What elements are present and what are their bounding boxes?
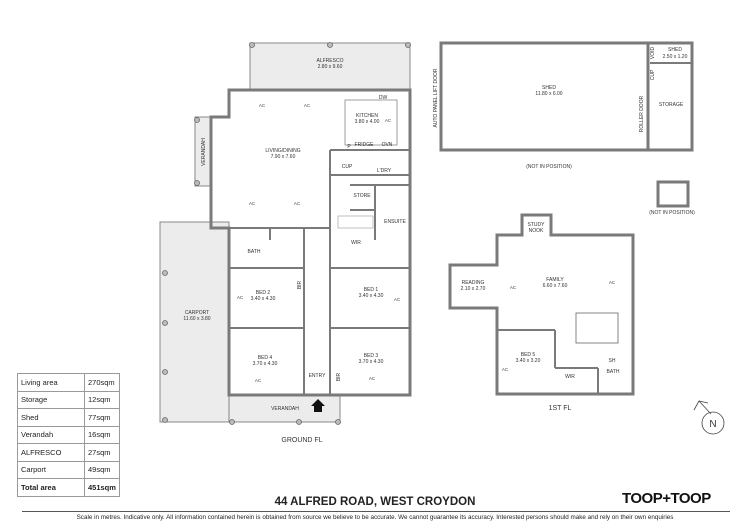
bed3-label: BED 3 bbox=[364, 353, 379, 359]
bed2-label: BED 2 bbox=[256, 290, 271, 296]
svg-text:AC: AC bbox=[502, 367, 509, 372]
void-label: VOID bbox=[650, 47, 656, 60]
svg-text:AC: AC bbox=[609, 280, 616, 285]
svg-text:AC: AC bbox=[369, 376, 376, 381]
family-label: FAMILY bbox=[546, 277, 564, 283]
svg-text:AC: AC bbox=[259, 103, 266, 108]
ensuite-label: ENSUITE bbox=[384, 219, 406, 225]
first-ac-markers: AC AC AC bbox=[502, 280, 616, 372]
first-floor-caption: 1ST FL bbox=[549, 405, 572, 412]
living-label: LIVING/DINING bbox=[265, 148, 300, 154]
kitchen-dim: 3.80 x 4.00 bbox=[355, 119, 380, 125]
shed-dim: 11.80 x 6.00 bbox=[535, 91, 562, 97]
shed-label: SHED bbox=[542, 85, 556, 91]
fridge-label: FRIDGE bbox=[355, 142, 375, 148]
first-interior-walls bbox=[497, 312, 619, 394]
svg-text:AC: AC bbox=[237, 295, 244, 300]
carport-label: CARPORT bbox=[185, 310, 209, 316]
svg-text:AC: AC bbox=[510, 285, 517, 290]
bed5-dim: 3.40 x 3.20 bbox=[516, 358, 541, 364]
bir-label-2: BIR bbox=[336, 372, 342, 381]
bed3-dim: 3.70 x 4.30 bbox=[359, 359, 384, 365]
ground-floor-outline bbox=[209, 88, 412, 397]
side-verandah-label: VERANDAH bbox=[201, 138, 207, 166]
living-dim: 7.90 x 7.60 bbox=[271, 154, 296, 160]
address-title: 44 ALFRED ROAD, WEST CROYDON bbox=[274, 496, 476, 508]
svg-text:AC: AC bbox=[255, 378, 262, 383]
ac-markers: AC AC AC AC AC AC AC AC AC bbox=[237, 103, 401, 383]
bath-label: BATH bbox=[248, 249, 261, 255]
reading-label: READING bbox=[462, 280, 485, 286]
family-dim: 6.60 x 7.60 bbox=[543, 283, 568, 289]
disclaimer: Scale in metres. Indicative only. All in… bbox=[76, 514, 674, 521]
carport-area bbox=[159, 221, 230, 423]
pantry-label: P bbox=[347, 144, 351, 150]
first-wir-label: WIR bbox=[565, 374, 575, 380]
outdoor-toilet-outline bbox=[656, 180, 690, 208]
reading-dim: 2.10 x 2.70 bbox=[461, 286, 486, 292]
bed2-dim: 3.40 x 4.30 bbox=[251, 296, 276, 302]
alfresco-dim: 2.80 x 9.60 bbox=[318, 64, 343, 70]
study-label: STUDY bbox=[528, 222, 546, 228]
shower-label: SH bbox=[609, 358, 616, 364]
dw-label: DW bbox=[379, 95, 388, 101]
bed4-label: BED 4 bbox=[258, 355, 273, 361]
not-in-position-label: (NOT IN POSITION) bbox=[526, 164, 572, 170]
bed1-label: BED 1 bbox=[364, 287, 379, 293]
carport-dim: 11.60 x 3.80 bbox=[183, 316, 210, 322]
bir-label: BIR bbox=[297, 280, 303, 289]
ground-floor-caption: GROUND FL bbox=[281, 437, 322, 444]
not-in-position-label-2: (NOT IN POSITION) bbox=[649, 210, 695, 216]
roller-door-label: ROLLER DOOR bbox=[639, 95, 645, 132]
bed5-label: BED 5 bbox=[521, 352, 536, 358]
entry-arrow-icon bbox=[311, 399, 325, 412]
laundry-label: L'DRY bbox=[377, 168, 392, 174]
bed4-dim: 3.70 x 4.30 bbox=[253, 361, 278, 367]
svg-text:N: N bbox=[709, 419, 716, 430]
alfresco-area bbox=[249, 42, 411, 91]
bed1-dim: 3.40 x 4.30 bbox=[359, 293, 384, 299]
store-label: STORE bbox=[353, 193, 371, 199]
svg-text:AC: AC bbox=[249, 201, 256, 206]
small-shed-label: SHED bbox=[668, 47, 682, 53]
shed-cup-label: CUP bbox=[650, 69, 656, 80]
wir-label: WIR bbox=[351, 240, 361, 246]
cupboard-label: CUP bbox=[342, 164, 353, 170]
lift-door-label: AUTO PANEL LIFT DOOR bbox=[433, 68, 439, 127]
alfresco-label: ALFRESCO bbox=[317, 58, 344, 64]
entry-label: ENTRY bbox=[309, 373, 327, 379]
oven-label: OVN bbox=[382, 142, 393, 148]
posts bbox=[162, 42, 411, 425]
divider bbox=[22, 511, 730, 512]
storage-label: STORAGE bbox=[659, 102, 684, 108]
ground-interior-walls bbox=[229, 99, 410, 395]
small-shed-dim: 2.50 x 1.20 bbox=[663, 54, 688, 60]
kitchen-label: KITCHEN bbox=[356, 113, 378, 119]
svg-text:AC: AC bbox=[394, 297, 401, 302]
nook-label: NOOK bbox=[529, 228, 544, 234]
logo: TOOP+TOOP bbox=[622, 490, 711, 507]
svg-text:AC: AC bbox=[385, 118, 392, 123]
north-arrow-icon: N bbox=[693, 400, 725, 435]
svg-text:AC: AC bbox=[304, 103, 311, 108]
storage-outline bbox=[646, 41, 694, 152]
svg-text:AC: AC bbox=[294, 201, 301, 206]
first-bath-label: BATH bbox=[607, 369, 620, 375]
front-verandah-label: VERANDAH bbox=[271, 406, 299, 412]
first-floor-outline bbox=[448, 213, 635, 396]
